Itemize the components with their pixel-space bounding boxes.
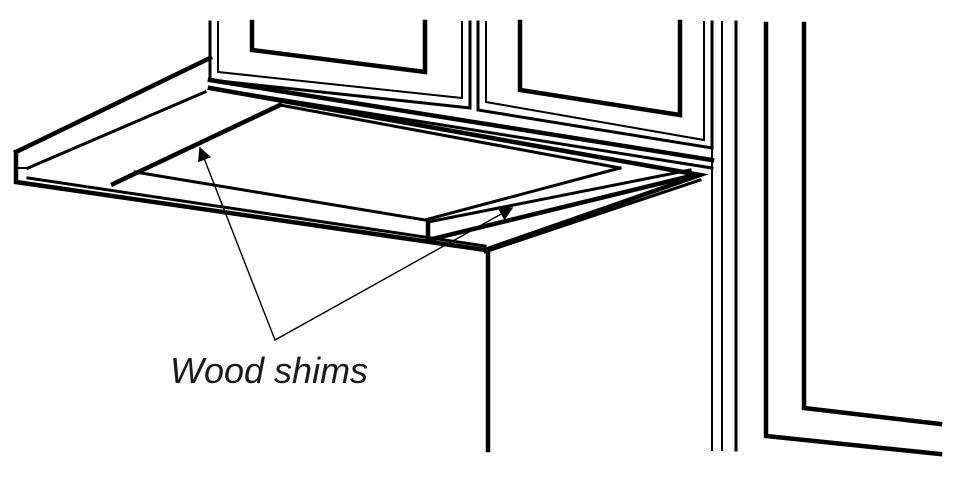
upper-cabinet bbox=[207, 19, 715, 170]
arrow-to-right-shim bbox=[274, 207, 514, 341]
wood-shim-left bbox=[110, 102, 622, 222]
left-cabinet-door bbox=[208, 20, 472, 110]
arrow-to-left-shim bbox=[198, 146, 276, 341]
wall-edges bbox=[711, 20, 738, 452]
left-door-panel bbox=[249, 19, 428, 75]
wood-shims-label: Wood shims bbox=[170, 350, 369, 391]
appliance-outer-edge bbox=[12, 54, 709, 253]
side-cabinet-inner bbox=[801, 21, 943, 427]
callout-arrows bbox=[198, 146, 514, 341]
side-cabinet bbox=[763, 21, 943, 457]
right-door-panel bbox=[517, 19, 683, 118]
appliance-top bbox=[12, 54, 709, 453]
side-cabinet-outer bbox=[763, 21, 943, 457]
wood-shim-right bbox=[425, 168, 698, 243]
